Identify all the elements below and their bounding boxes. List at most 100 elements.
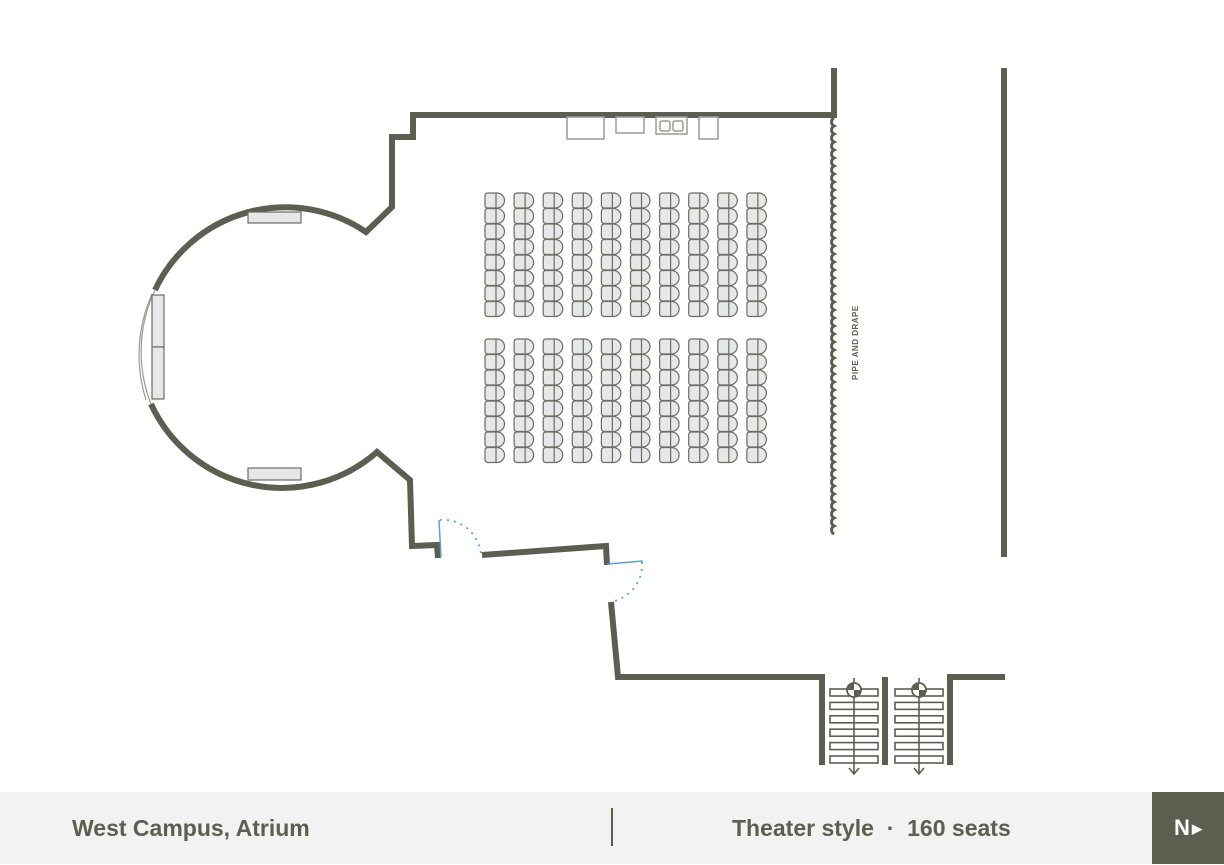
chair[interactable] xyxy=(484,369,506,386)
chair[interactable] xyxy=(513,415,535,433)
chair[interactable] xyxy=(717,207,738,225)
chair[interactable] xyxy=(542,338,564,355)
chair[interactable] xyxy=(600,431,622,448)
chair[interactable] xyxy=(717,431,738,448)
chair[interactable] xyxy=(688,300,709,318)
chair[interactable] xyxy=(659,384,680,402)
chair[interactable] xyxy=(600,269,622,287)
chair[interactable] xyxy=(688,192,709,209)
chair[interactable] xyxy=(484,269,506,287)
chair[interactable] xyxy=(571,207,593,225)
chair[interactable] xyxy=(717,415,738,433)
chair[interactable] xyxy=(571,415,593,433)
chair[interactable] xyxy=(513,431,535,448)
chair[interactable] xyxy=(542,285,564,302)
chair[interactable] xyxy=(659,400,680,417)
chair[interactable] xyxy=(659,300,680,318)
chair[interactable] xyxy=(659,238,680,256)
chair[interactable] xyxy=(484,207,506,225)
chair[interactable] xyxy=(484,300,506,318)
chair[interactable] xyxy=(629,415,651,433)
chair[interactable] xyxy=(688,254,709,271)
chair[interactable] xyxy=(746,384,767,402)
chair[interactable] xyxy=(600,446,622,464)
chair[interactable] xyxy=(746,338,767,355)
chair[interactable] xyxy=(629,338,651,355)
chair[interactable] xyxy=(542,369,564,386)
chair[interactable] xyxy=(746,238,767,256)
chair[interactable] xyxy=(746,431,767,448)
chair[interactable] xyxy=(659,353,680,371)
chair[interactable] xyxy=(542,384,564,402)
chair[interactable] xyxy=(513,369,535,386)
chair[interactable] xyxy=(688,238,709,256)
chair[interactable] xyxy=(746,192,767,209)
chair[interactable] xyxy=(513,207,535,225)
chair[interactable] xyxy=(513,269,535,287)
chair[interactable] xyxy=(571,223,593,240)
chair[interactable] xyxy=(600,254,622,271)
chair[interactable] xyxy=(484,192,506,209)
chair[interactable] xyxy=(659,431,680,448)
chair[interactable] xyxy=(717,338,738,355)
chair[interactable] xyxy=(717,369,738,386)
chair[interactable] xyxy=(688,223,709,240)
chair[interactable] xyxy=(688,369,709,386)
chair[interactable] xyxy=(571,369,593,386)
chair[interactable] xyxy=(629,446,651,464)
chair[interactable] xyxy=(571,446,593,464)
chair[interactable] xyxy=(629,223,651,240)
chair[interactable] xyxy=(571,353,593,371)
chair[interactable] xyxy=(717,285,738,302)
chair[interactable] xyxy=(629,238,651,256)
chair[interactable] xyxy=(542,207,564,225)
chair[interactable] xyxy=(513,353,535,371)
chair[interactable] xyxy=(571,269,593,287)
chair[interactable] xyxy=(629,300,651,318)
chair[interactable] xyxy=(542,300,564,318)
chair[interactable] xyxy=(571,384,593,402)
chair[interactable] xyxy=(746,446,767,464)
chair[interactable] xyxy=(717,300,738,318)
chair[interactable] xyxy=(659,338,680,355)
chair[interactable] xyxy=(484,446,506,464)
chair[interactable] xyxy=(513,400,535,417)
chair[interactable] xyxy=(571,431,593,448)
chair[interactable] xyxy=(688,400,709,417)
door-right[interactable] xyxy=(606,560,644,565)
chair[interactable] xyxy=(659,192,680,209)
chair[interactable] xyxy=(746,254,767,271)
chair[interactable] xyxy=(542,192,564,209)
chair[interactable] xyxy=(513,384,535,402)
chair[interactable] xyxy=(600,369,622,386)
chair[interactable] xyxy=(746,353,767,371)
chair[interactable] xyxy=(571,238,593,256)
chair[interactable] xyxy=(484,431,506,448)
chair[interactable] xyxy=(600,238,622,256)
chair[interactable] xyxy=(542,238,564,256)
chair[interactable] xyxy=(542,431,564,448)
chair[interactable] xyxy=(542,400,564,417)
chair[interactable] xyxy=(484,223,506,240)
chair[interactable] xyxy=(717,400,738,417)
chair[interactable] xyxy=(600,300,622,318)
chair[interactable] xyxy=(600,400,622,417)
chair[interactable] xyxy=(659,285,680,302)
chair[interactable] xyxy=(513,192,535,209)
chair[interactable] xyxy=(688,285,709,302)
chair[interactable] xyxy=(484,415,506,433)
chair[interactable] xyxy=(629,384,651,402)
chair[interactable] xyxy=(717,446,738,464)
chair[interactable] xyxy=(688,269,709,287)
chair[interactable] xyxy=(717,254,738,271)
chair[interactable] xyxy=(659,446,680,464)
chair[interactable] xyxy=(600,223,622,240)
chair[interactable] xyxy=(484,285,506,302)
chair[interactable] xyxy=(659,415,680,433)
chair[interactable] xyxy=(484,238,506,256)
chair[interactable] xyxy=(513,300,535,318)
chair[interactable] xyxy=(629,254,651,271)
chair[interactable] xyxy=(513,338,535,355)
chair[interactable] xyxy=(688,446,709,464)
chair[interactable] xyxy=(542,415,564,433)
